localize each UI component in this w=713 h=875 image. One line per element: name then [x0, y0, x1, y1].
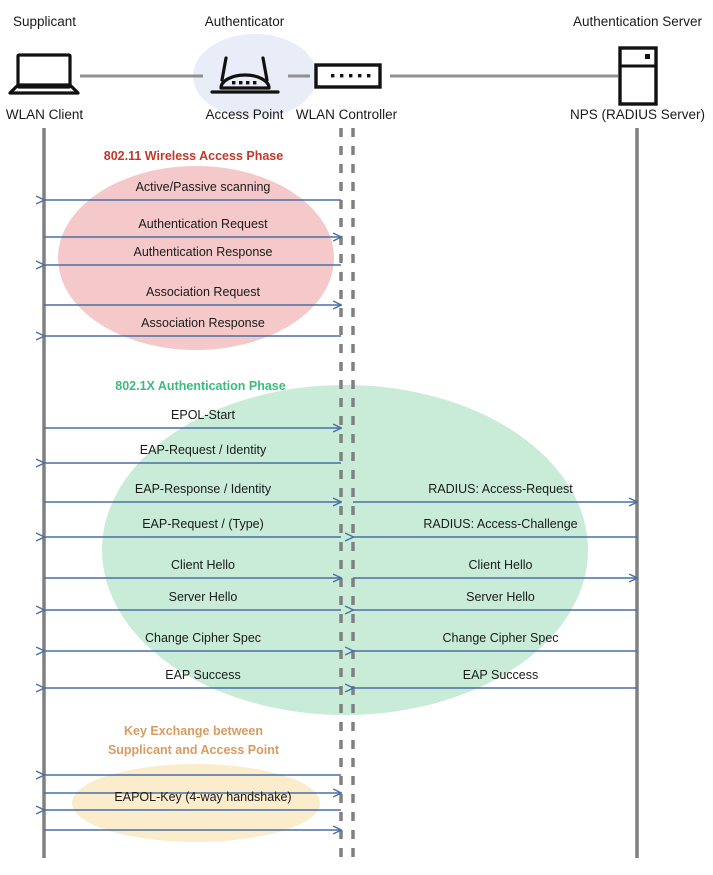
message-label-phase-8021x-6: Client Hello: [171, 558, 235, 572]
message-label-phase-8021x-3: RADIUS: Access-Request: [428, 482, 573, 496]
message-label-phase-8021x-11: Change Cipher Spec: [442, 631, 559, 645]
actor-name-1: Access Point: [205, 107, 284, 122]
lifelines: [42, 128, 639, 858]
server-icon: [618, 46, 658, 106]
actor-role-1: Authenticator: [204, 14, 285, 29]
access-point-icon: [210, 56, 280, 94]
actor-role-0: Supplicant: [12, 14, 77, 29]
phase-label-line1: Key Exchange between: [124, 724, 263, 738]
message-label-phase-8021x-1: EAP-Request / Identity: [139, 443, 267, 457]
phase-ellipses: [58, 166, 588, 842]
message-label-phase-8021x-13: EAP Success: [462, 668, 539, 682]
message-label-phase-8021x-0: EPOL-Start: [171, 408, 235, 422]
message-label-phase-80211-2: Authentication Response: [133, 245, 273, 259]
message-label-phase-80211-3: Association Request: [146, 285, 260, 299]
message-label-phase-keyexchange-2: EAPOL-Key (4-way handshake): [114, 790, 292, 804]
phase-label-phase-80211: 802.11 Wireless Access Phase: [103, 149, 284, 163]
message-label-phase-8021x-4: EAP-Request / (Type): [142, 517, 264, 531]
phase-label-line2: Supplicant and Access Point: [107, 743, 280, 757]
phase-80211-ellipse: [58, 166, 334, 350]
message-label-phase-8021x-9: Server Hello: [466, 590, 535, 604]
laptop-icon: [8, 53, 80, 95]
phase-keyexchange-ellipse: [72, 764, 320, 842]
message-label-phase-80211-4: Association Response: [141, 316, 265, 330]
message-label-phase-8021x-5: RADIUS: Access-Challenge: [423, 517, 578, 531]
actor-role-3: Authentication Server: [572, 14, 703, 29]
actor-name-3: NPS (RADIUS Server): [569, 107, 706, 122]
message-label-phase-80211-1: Authentication Request: [138, 217, 268, 231]
message-label-phase-8021x-8: Server Hello: [168, 590, 238, 604]
message-label-phase-80211-0: Active/Passive scanning: [135, 180, 271, 194]
phase-8021x-ellipse: [102, 385, 588, 715]
actor-name-0: WLAN Client: [5, 107, 84, 122]
message-label-phase-8021x-12: EAP Success: [165, 668, 241, 682]
phase-label-phase-8021x: 802.1X Authentication Phase: [115, 379, 286, 393]
message-label-phase-8021x-10: Change Cipher Spec: [144, 631, 262, 645]
device-icons: [8, 46, 658, 106]
message-arrows: [44, 200, 637, 830]
message-label-phase-8021x-2: EAP-Response / Identity: [134, 482, 272, 496]
wlan-controller-icon: [314, 63, 382, 89]
actor-name-2: WLAN Controller: [295, 107, 398, 122]
message-label-phase-8021x-7: Client Hello: [468, 558, 533, 572]
